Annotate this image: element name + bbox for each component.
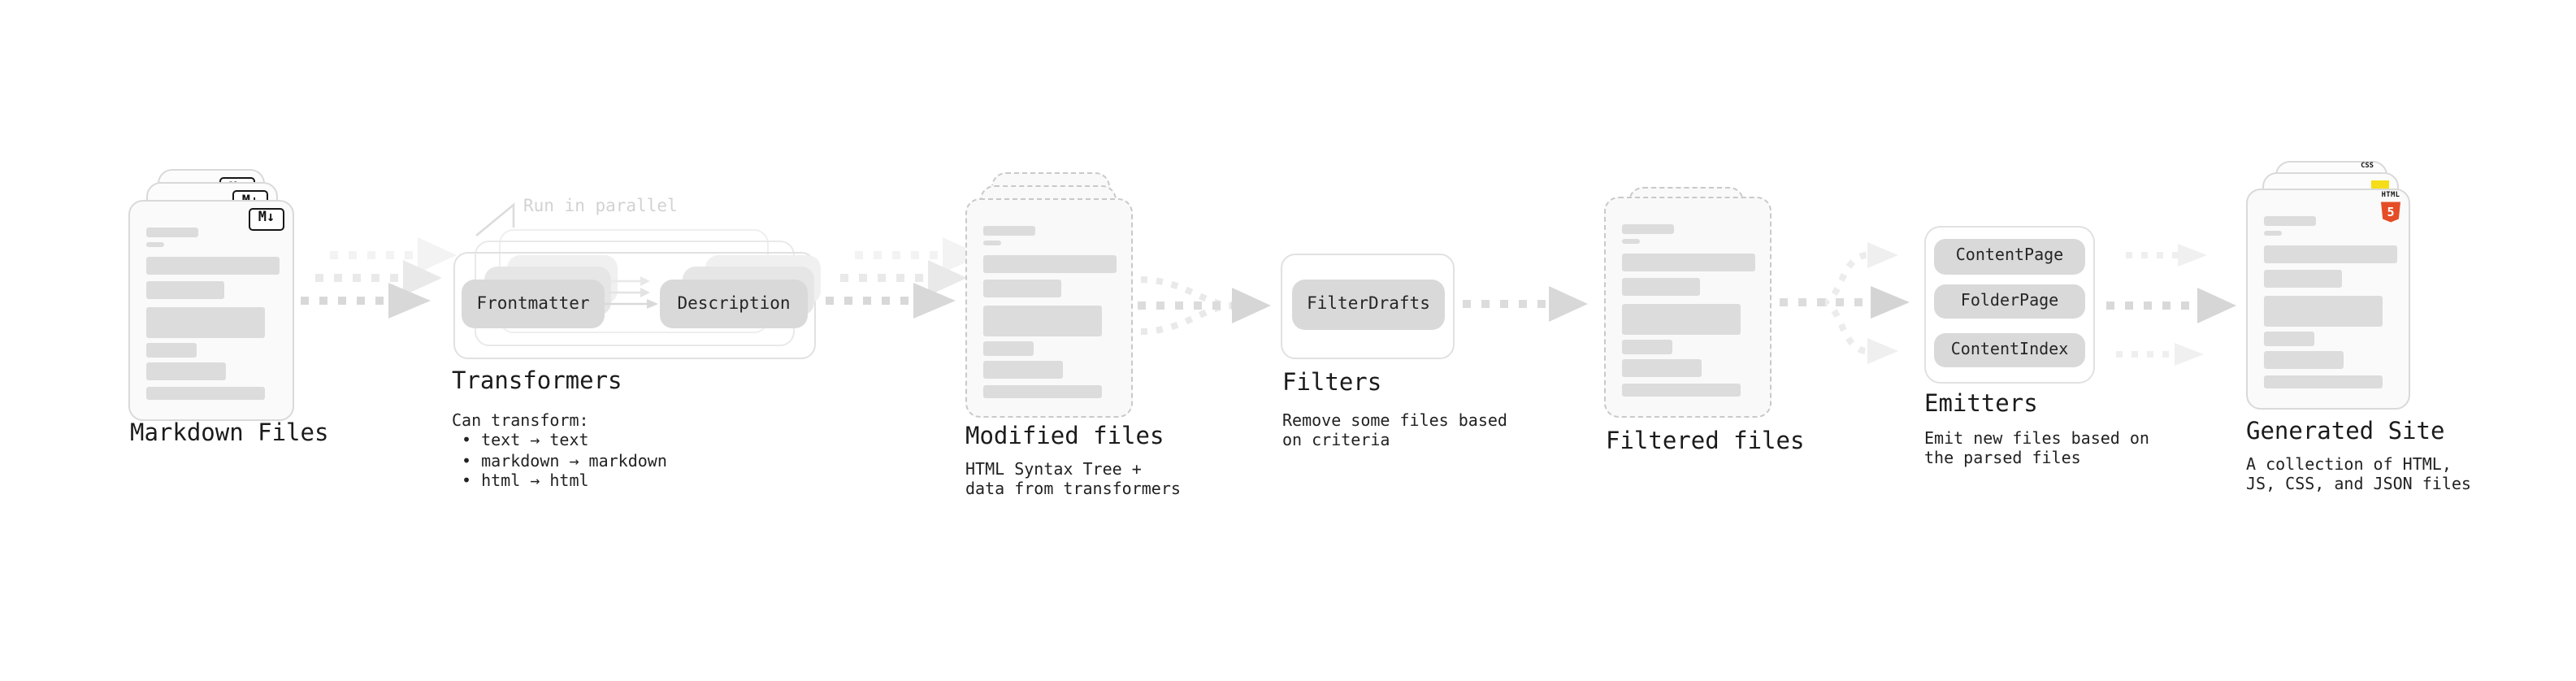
contentindex-pill: ContentIndex [1934, 332, 2085, 367]
caption-line: A collection of HTML, [2246, 456, 2452, 474]
skeleton-bar [146, 280, 224, 298]
arrow-transformers-to-modified [826, 237, 982, 319]
skeleton-bar [146, 306, 265, 337]
caption-bullet: • text → text [462, 432, 589, 451]
skeleton-bar [1622, 253, 1755, 271]
filterdrafts-pill: FilterDrafts [1292, 279, 1445, 329]
skeleton-bar [983, 279, 1061, 297]
caption-bullet: • html → html [462, 473, 589, 492]
html5-icon: HTML 5 [2380, 192, 2401, 223]
parallel-run-arrows [605, 276, 658, 309]
arrow-emitters-to-generated [2106, 244, 2236, 366]
modified-files-label: Modified files [965, 424, 1164, 450]
skeleton-bar [146, 227, 198, 236]
skeleton-bar [1622, 339, 1672, 354]
skeleton-bar [146, 241, 164, 246]
caption-line: JS, CSS, and JSON files [2246, 475, 2471, 494]
caption-line: Emit new files based on [1924, 430, 2149, 448]
skeleton-bar [2264, 245, 2397, 263]
emitters-label: Emitters [1924, 392, 2038, 418]
transformers-caption: Can transform: • text → text • markdown … [452, 413, 667, 493]
skeleton-bar [146, 256, 280, 274]
file-card-front: M↓ [128, 199, 294, 420]
filtered-files-label: Filtered files [1606, 428, 1805, 454]
contentpage-pill: ContentPage [1934, 239, 2085, 274]
skeleton-bar [2264, 295, 2383, 327]
skeleton-bar [146, 362, 226, 380]
arrow-filtered-to-emitters-fork [1780, 242, 1910, 364]
caption-line: Remove some files based [1282, 413, 1507, 431]
run-in-parallel-callout-line [475, 202, 515, 237]
skeleton-bar [2264, 230, 2282, 236]
emitters-caption: Emit new files based on the parsed files [1924, 430, 2149, 471]
arrow-markdown-to-transformers [301, 237, 457, 319]
skeleton-bar [2264, 215, 2316, 226]
file-card-html: HTML 5 [2246, 188, 2410, 410]
description-pill: Description [660, 280, 808, 328]
js-icon [2370, 180, 2389, 191]
node-filtered-files [1604, 169, 1772, 421]
frontmatter-pill: Frontmatter [462, 280, 605, 328]
skeleton-bar [146, 342, 197, 357]
caption-line: on criteria [1282, 432, 1390, 451]
skeleton-bar [1622, 383, 1741, 397]
caption-line: the parsed files [1924, 449, 2081, 468]
skeleton-bar [1622, 303, 1741, 335]
skeleton-bar [983, 240, 1001, 245]
skeleton-bar [2264, 269, 2342, 288]
generated-site-label: Generated Site [2246, 419, 2445, 445]
caption-line: Can transform: [452, 413, 589, 431]
skeleton-bar [983, 384, 1102, 398]
modified-files-caption: HTML Syntax Tree + data from transformer… [965, 462, 1181, 502]
skeleton-bar [2264, 350, 2344, 369]
caption-line: HTML Syntax Tree + [965, 462, 1142, 479]
markdown-files-label: Markdown Files [130, 421, 329, 447]
skeleton-bar [983, 305, 1102, 336]
skeleton-bar [1622, 358, 1702, 377]
emitters-container [1924, 226, 2095, 384]
arrow-filters-to-filtered [1463, 286, 1588, 322]
transformers-label: Transformers [452, 369, 622, 395]
skeleton-bar [983, 225, 1035, 236]
skeleton-bar [983, 360, 1063, 379]
skeleton-bar [146, 386, 265, 399]
node-generated-site: CSS HTML 5 [2246, 159, 2410, 411]
skeleton-bar [2264, 375, 2383, 388]
run-in-parallel-annotation: Run in parallel [523, 197, 678, 216]
caption-line: data from transformers [965, 481, 1181, 500]
skeleton-bar [1622, 223, 1674, 234]
markdown-icon: M↓ [249, 207, 284, 230]
folderpage-pill: FolderPage [1934, 284, 2085, 319]
filters-caption: Remove some files based on criteria [1282, 413, 1507, 453]
filters-container [1281, 254, 1455, 359]
skeleton-bar [1622, 238, 1640, 244]
file-card-front [1604, 196, 1772, 418]
transformers-container-front [453, 252, 816, 359]
skeleton-bar [2264, 331, 2314, 346]
arrow-modified-to-filters-merge [1138, 276, 1271, 335]
node-markdown-files: M↓ M↓ M↓ [128, 169, 294, 421]
file-card-front [965, 197, 1133, 418]
node-modified-files [965, 169, 1133, 421]
generated-site-caption: A collection of HTML, JS, CSS, and JSON … [2246, 456, 2471, 497]
filters-label: Filters [1282, 371, 1382, 397]
skeleton-bar [983, 340, 1034, 356]
skeleton-bar [1622, 277, 1700, 296]
skeleton-bar [983, 254, 1117, 273]
caption-bullet: • markdown → markdown [462, 453, 667, 471]
